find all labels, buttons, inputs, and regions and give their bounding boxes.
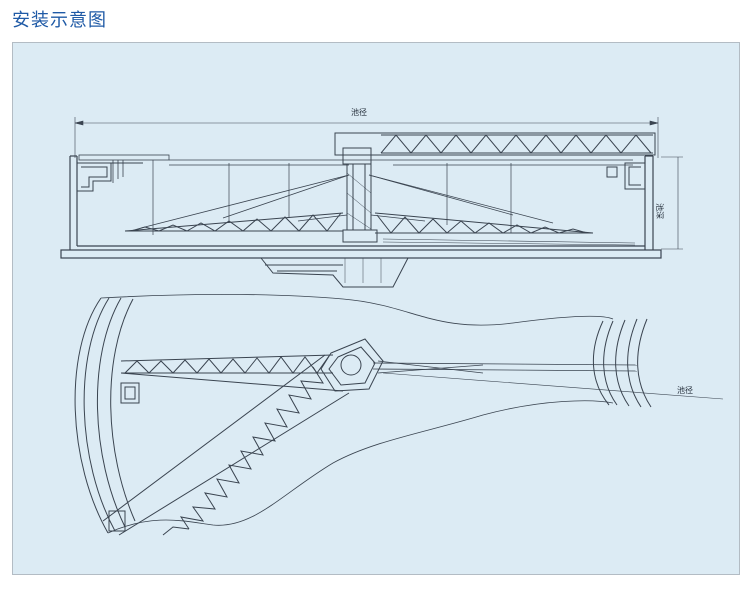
overflow-trough-right <box>606 162 645 190</box>
scum-baffle <box>78 154 170 183</box>
bridge-truss <box>334 132 656 156</box>
left-drive-bracket <box>120 382 140 404</box>
scraper-blades <box>382 238 636 246</box>
tank-wall <box>60 155 662 259</box>
elevation-view: 池径 池深 <box>60 107 683 288</box>
plan-view: 池径 <box>74 293 724 536</box>
tie-rods <box>140 174 554 229</box>
depth-dimension <box>661 156 683 250</box>
handrail <box>152 159 633 235</box>
right-arm <box>372 360 638 374</box>
installation-drawing: 池径 池深 <box>60 107 724 536</box>
plan-diameter-label: 池径 <box>677 385 693 395</box>
diameter-label: 池径 <box>351 107 367 117</box>
drawing-panel: 池径 池深 <box>12 42 740 575</box>
sludge-hopper <box>260 257 409 288</box>
tank-outline-right <box>592 318 652 408</box>
overflow-trough-left <box>77 162 143 192</box>
tank-outline-left <box>74 297 136 534</box>
diagonal-bridge-truss <box>102 354 350 536</box>
scraper-arm-left <box>124 212 344 232</box>
cut-boundary <box>100 293 614 534</box>
depth-label: 池深 <box>655 203 665 219</box>
center-column <box>342 147 378 243</box>
page-title: 安装示意图 <box>12 10 107 31</box>
center-cage <box>320 338 384 392</box>
left-arm-truss <box>120 354 344 392</box>
bridge-end-wheel <box>108 510 126 532</box>
plan-diameter-leader <box>382 372 724 400</box>
diameter-dimension <box>74 117 659 158</box>
scraper-arm-right <box>374 212 594 234</box>
